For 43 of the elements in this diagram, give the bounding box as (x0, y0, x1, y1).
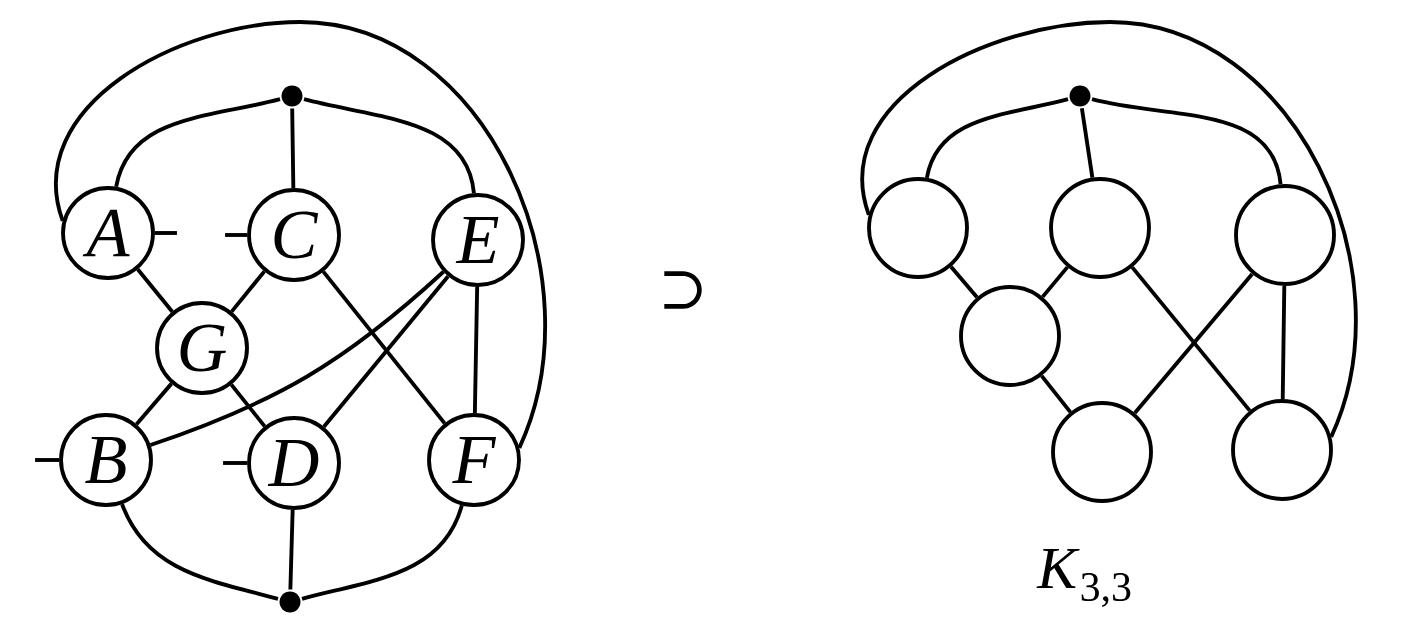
graph-edge (136, 268, 174, 313)
vertex-dot (1069, 85, 1091, 107)
graph-label: K$_{3,3}$ (1036, 548, 1131, 608)
graph-edge (135, 382, 173, 426)
edge-stub (154, 231, 177, 235)
graph-vertex: A (61, 186, 155, 280)
graph-vertex (1051, 401, 1153, 503)
graph-vertex: C (247, 188, 341, 282)
graph-vertex (1234, 184, 1336, 286)
graph-edge (290, 108, 296, 189)
graph-edge (1040, 374, 1072, 414)
graph-edge (1091, 97, 1283, 185)
graph-edge (301, 504, 464, 601)
edge-stub (35, 458, 60, 462)
graph-vertex: B (59, 413, 153, 507)
graph-edge (1280, 285, 1287, 400)
vertex-dot (279, 591, 301, 613)
graph-edge (860, 20, 1358, 438)
graph-vertex (959, 285, 1061, 387)
graph-vertex (1231, 399, 1333, 501)
graph-vertex (867, 177, 969, 279)
graph-edge (288, 509, 295, 590)
graph-edge (925, 97, 1069, 179)
graph-edge (114, 97, 281, 188)
graph-vertex: E (431, 193, 525, 287)
graph-edge (472, 286, 480, 414)
graph-edge (229, 383, 267, 428)
graph-edge (1041, 265, 1069, 299)
superset-symbol: ⊃ (664, 271, 702, 309)
graph-edge (120, 503, 279, 601)
graph-edge (54, 20, 547, 449)
graph-edge (1079, 108, 1095, 178)
edge-stub (225, 233, 248, 237)
graph-edge (949, 265, 979, 299)
graph-edge (230, 270, 266, 313)
edge-stub (223, 461, 248, 465)
graph-edge (303, 97, 476, 194)
graph-edge (149, 270, 445, 447)
graph-vertex (1049, 177, 1151, 279)
graph-vertex: F (427, 413, 521, 507)
vertex-dot (281, 85, 303, 107)
graph-vertex: G (155, 301, 249, 395)
graph-vertex: D (247, 416, 341, 510)
